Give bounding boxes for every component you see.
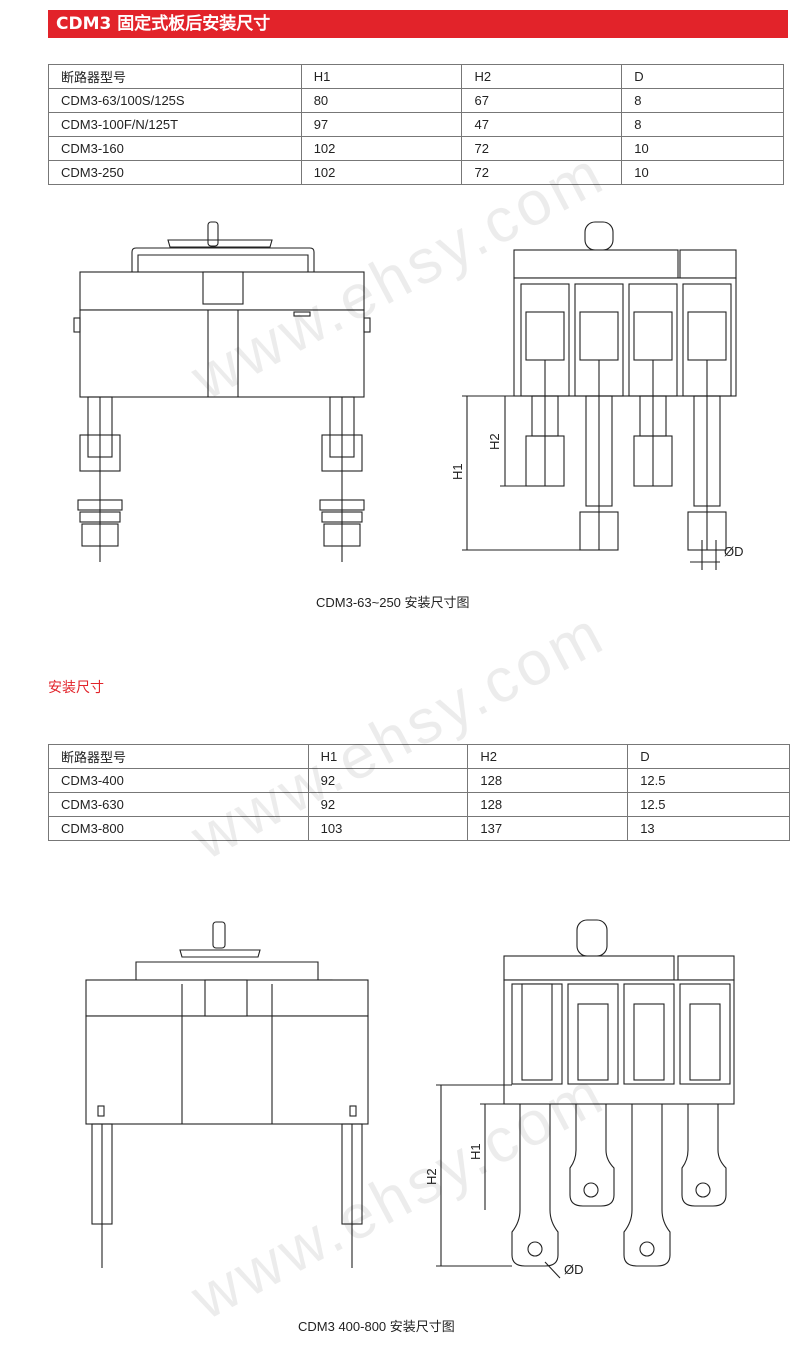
table-cell: CDM3-800 bbox=[48, 816, 309, 841]
dim-label-h2-2: H2 bbox=[424, 1168, 439, 1185]
dim-label-h1: H1 bbox=[450, 463, 465, 480]
front-view-2 bbox=[436, 919, 735, 1279]
installation-drawing-1: H1 H2 ØD bbox=[73, 221, 744, 570]
table-cell: 8 bbox=[621, 88, 784, 113]
table-cell: 92 bbox=[307, 768, 469, 793]
section-title: CDM3 固定式板后安装尺寸 bbox=[56, 14, 271, 34]
table-header-cell: H2 bbox=[467, 744, 629, 769]
table-cell: 102 bbox=[300, 136, 463, 161]
table-cell: CDM3-160 bbox=[48, 136, 302, 161]
table-header-cell: H1 bbox=[300, 64, 463, 89]
front-view-1 bbox=[462, 221, 737, 570]
side-view-1 bbox=[73, 221, 371, 562]
drawing-caption-1: CDM3-63~250 安装尺寸图 bbox=[316, 595, 470, 610]
table-cell: CDM3-100F/N/125T bbox=[48, 112, 302, 137]
table-cell: 47 bbox=[461, 112, 623, 137]
table-cell: 12.5 bbox=[627, 792, 790, 817]
drawing-caption-2: CDM3 400-800 安装尺寸图 bbox=[298, 1319, 455, 1334]
dim-label-d: ØD bbox=[724, 544, 744, 559]
table-cell: CDM3-400 bbox=[48, 768, 309, 793]
table-cell: CDM3-63/100S/125S bbox=[48, 88, 302, 113]
table-cell: 97 bbox=[300, 112, 463, 137]
table-cell: CDM3-250 bbox=[48, 160, 302, 185]
dim-label-h1-2: H1 bbox=[468, 1143, 483, 1160]
dim-label-d-2: ØD bbox=[564, 1262, 584, 1277]
section-header-bar: CDM3 固定式板后安装尺寸 bbox=[48, 10, 788, 38]
table-cell: 10 bbox=[621, 136, 784, 161]
table-cell: 8 bbox=[621, 112, 784, 137]
table-cell: 12.5 bbox=[627, 768, 790, 793]
table-cell: 80 bbox=[300, 88, 463, 113]
table-cell: 102 bbox=[300, 160, 463, 185]
table-cell: 72 bbox=[461, 160, 623, 185]
section-subtitle: 安装尺寸 bbox=[48, 680, 104, 696]
table-cell: 72 bbox=[461, 136, 623, 161]
table-cell: CDM3-630 bbox=[48, 792, 309, 817]
table-header-cell: D bbox=[621, 64, 784, 89]
dim-label-h2: H2 bbox=[487, 433, 502, 450]
side-view-2 bbox=[85, 921, 369, 1268]
table-cell: 128 bbox=[467, 768, 629, 793]
table-cell: 10 bbox=[621, 160, 784, 185]
table-cell: 13 bbox=[627, 816, 790, 841]
table-cell: 128 bbox=[467, 792, 629, 817]
